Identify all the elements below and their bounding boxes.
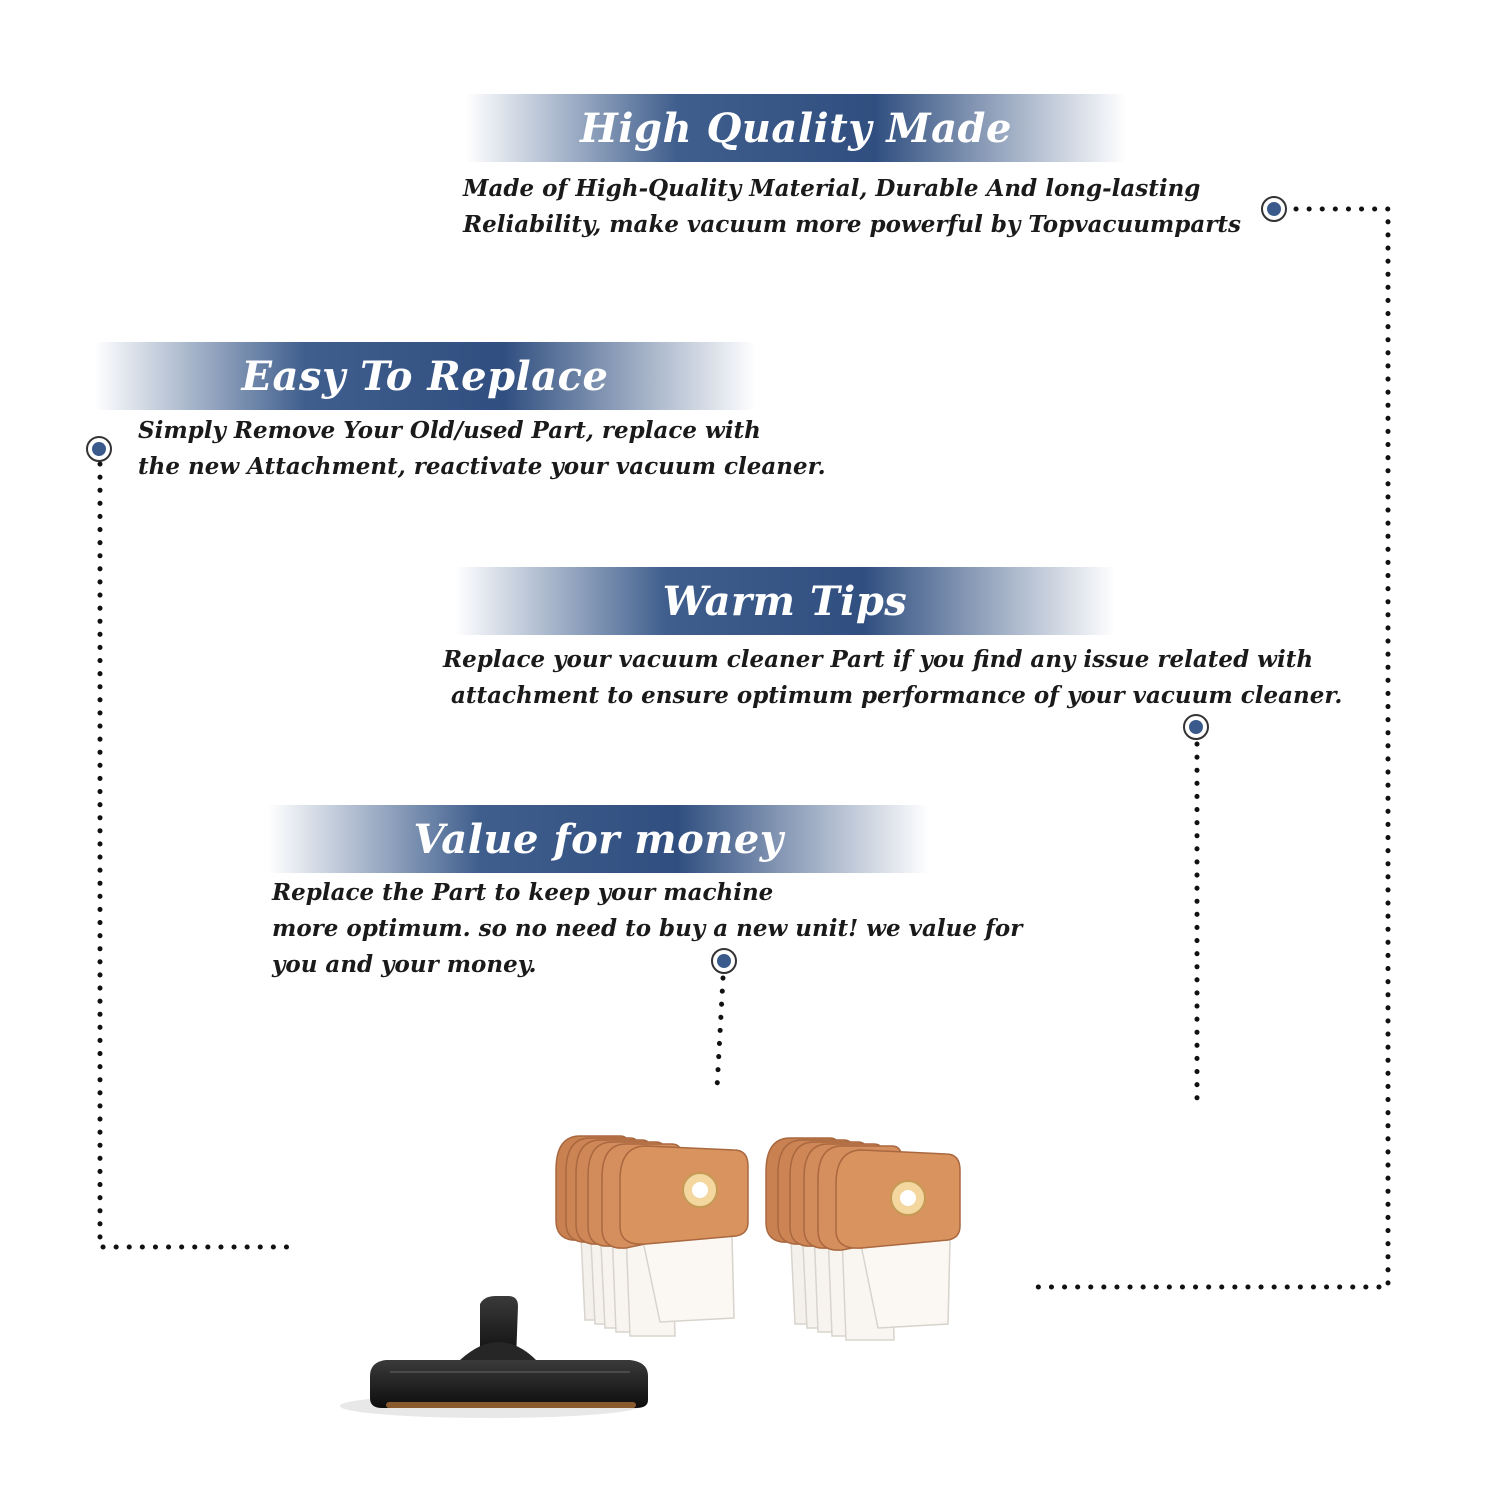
feature-desc-line: more optimum. so no need to buy a new un… (272, 915, 1023, 942)
feature-desc-easy-replace: Simply Remove Your Old/used Part, replac… (138, 413, 826, 485)
floor-tool-icon (340, 1296, 648, 1418)
banner-warm-tips: Warm Tips (455, 567, 1115, 635)
feature-desc-line: Made of High-Quality Material, Durable A… (463, 175, 1201, 202)
feature-desc-high-quality: Made of High-Quality Material, Durable A… (463, 171, 1241, 243)
dust-bag-icon (835, 1149, 961, 1329)
feature-title-value-money: Value for money (413, 815, 784, 863)
bullet-dot-icon (1261, 196, 1287, 222)
feature-desc-warm-tips: Replace your vacuum cleaner Part if you … (443, 642, 1342, 714)
feature-desc-value-money: Replace the Part to keep your machine mo… (272, 875, 1022, 983)
dust-bag-stack-left (555, 1135, 749, 1337)
banner-easy-replace: Easy To Replace (94, 342, 756, 410)
connector-value-money (714, 975, 726, 1091)
banner-high-quality: High Quality Made (466, 94, 1126, 162)
bullet-dot-icon (1183, 714, 1209, 740)
connector-easy-replace (97, 461, 299, 1250)
feature-title-high-quality: High Quality Made (580, 104, 1012, 152)
feature-desc-line: Replace the Part to keep your machine (272, 879, 774, 906)
feature-desc-line: Reliability, make vacuum more powerful b… (463, 211, 1241, 238)
product-image (340, 1135, 961, 1418)
feature-desc-line: the new Attachment, reactivate your vacu… (138, 453, 826, 480)
dust-bag-icon (619, 1145, 749, 1323)
feature-desc-line: Replace your vacuum cleaner Part if you … (443, 646, 1314, 673)
feature-title-easy-replace: Easy To Replace (241, 352, 609, 400)
feature-desc-line: attachment to ensure optimum performance… (443, 682, 1343, 709)
banner-value-money: Value for money (268, 805, 929, 873)
connector-high-quality (1035, 206, 1391, 1290)
feature-desc-line: you and your money. (272, 951, 537, 978)
feature-title-warm-tips: Warm Tips (662, 577, 908, 625)
feature-desc-line: Simply Remove Your Old/used Part, replac… (138, 417, 761, 444)
dust-bag-stack-right (765, 1137, 961, 1341)
bullet-dot-icon (711, 948, 737, 974)
bullet-dot-icon (86, 436, 112, 462)
